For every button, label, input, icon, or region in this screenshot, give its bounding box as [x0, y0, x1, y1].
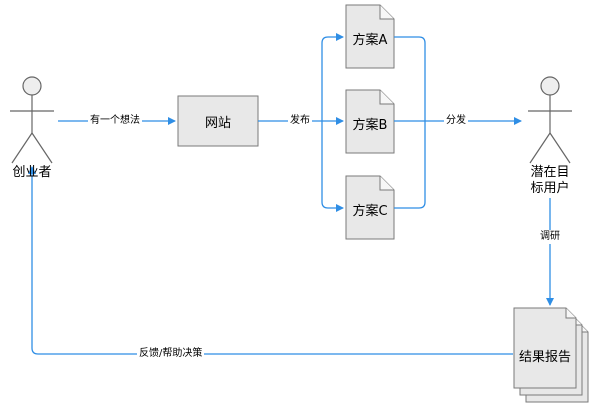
- idea-edge-label: 有一个想法: [88, 114, 142, 128]
- target-user-actor-icon: [528, 76, 572, 164]
- target-user-label-line1: 潜在目: [530, 165, 570, 180]
- feedback-arrow: [28, 166, 513, 355]
- distribute-line-c: [394, 121, 426, 209]
- publish-arrow-c: [321, 121, 344, 212]
- research-edge-label: 调研: [538, 230, 562, 244]
- feedback-edge-label: 反馈/帮助决策: [137, 347, 205, 361]
- plan-b-document: [345, 89, 395, 154]
- website-box: [177, 95, 259, 147]
- distribute-edge-label: 分发: [444, 114, 468, 128]
- report-document-stack: [513, 307, 589, 403]
- plan-a-document: [345, 4, 395, 69]
- founder-actor-icon: [10, 76, 54, 164]
- website-box-label: 网站: [204, 116, 231, 131]
- publish-edge-label: 发布: [288, 114, 312, 128]
- plan-c-document: [345, 175, 395, 240]
- target-user-label: 潜在目 标用户: [522, 165, 578, 197]
- target-user-label-line2: 标用户: [530, 181, 570, 196]
- plan-c-label: 方案C: [352, 204, 388, 219]
- report-label: 结果报告: [518, 350, 571, 365]
- distribute-line-a: [394, 36, 426, 121]
- plan-b-label: 方案B: [352, 118, 388, 133]
- plan-a-label: 方案A: [352, 33, 388, 48]
- founder-label: 创业者: [12, 165, 52, 180]
- publish-arrow-a: [321, 33, 344, 121]
